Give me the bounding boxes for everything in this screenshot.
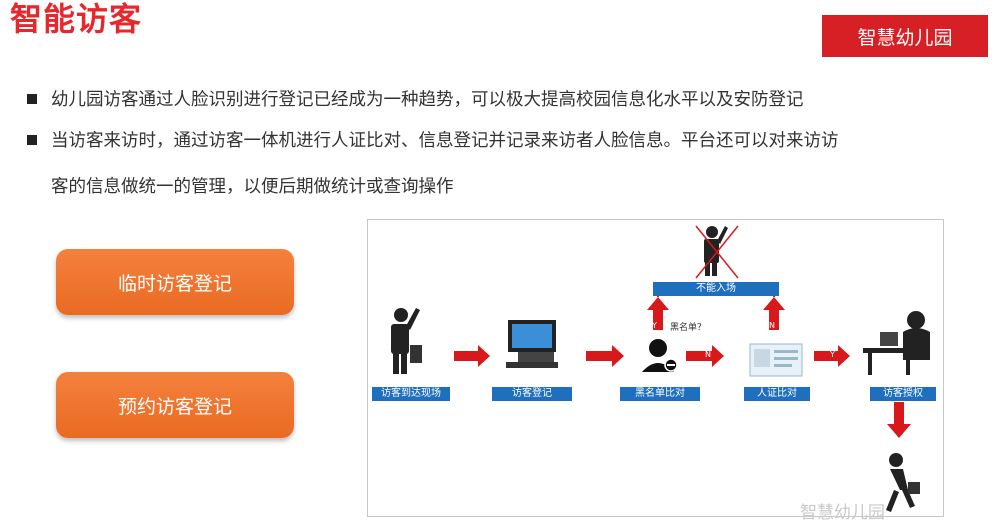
walking-person-icon [886,453,920,512]
kindergarten-badge: 智慧幼儿园 [822,15,988,57]
id-card-icon [749,343,803,377]
step-authorize-label: 访客授权 [870,387,936,401]
no-mark: N [705,350,711,359]
bullet-1-text: 幼儿园访客通过人脸识别进行登记已经成为一种趋势，可以极大提高校园信息化水平以及安… [51,90,804,110]
page-title: 智能访客 [10,0,143,38]
yes-mark: Y [830,350,835,359]
bullet-1: 幼儿园访客通过人脸识别进行登记已经成为一种趋势，可以极大提高校园信息化水平以及安… [27,88,804,112]
reserve-visitor-register-button[interactable]: 预约访客登记 [56,372,294,438]
visitor-flow-diagram: 访客到达现场 访客登记 黑名单比对 人证比对 访客授权 不能入场 黑名单？ Y … [367,219,944,517]
flow-arrows [454,297,911,438]
bullet-2: 当访客来访时，通过访客一体机进行人证比对、信息登记并记录来访者人脸信息。平台还可… [27,129,839,153]
step-blacklist-label: 黑名单比对 [620,387,700,401]
step-arrive-label: 访客到达现场 [372,387,450,401]
no-mark: N [769,321,775,330]
blacklist-question: 黑名单？ [670,323,707,333]
watermark: 智慧幼儿园 [800,503,885,523]
bullet-2-continued: 客的信息做统一的管理，以便后期做统计或查询操作 [51,177,454,197]
denied-label: 不能入场 [653,282,779,296]
step-register-label: 访客登记 [492,387,572,401]
yes-mark: Y [652,321,657,330]
temp-visitor-register-button[interactable]: 临时访客登记 [56,249,294,315]
bullet-2-text: 当访客来访时，通过访客一体机进行人证比对、信息登记并记录来访者人脸信息。平台还可… [51,131,839,151]
kiosk-icon [506,320,558,368]
step-idcheck-label: 人证比对 [744,387,810,401]
bullet-square-icon [27,94,37,104]
bullet-square-icon [27,135,37,145]
staff-desk-icon [863,311,930,375]
visitor-arrive-icon [391,308,422,374]
flow-graphics [391,225,930,512]
blacklist-person-icon [642,339,678,372]
denied-person-icon [695,225,739,279]
